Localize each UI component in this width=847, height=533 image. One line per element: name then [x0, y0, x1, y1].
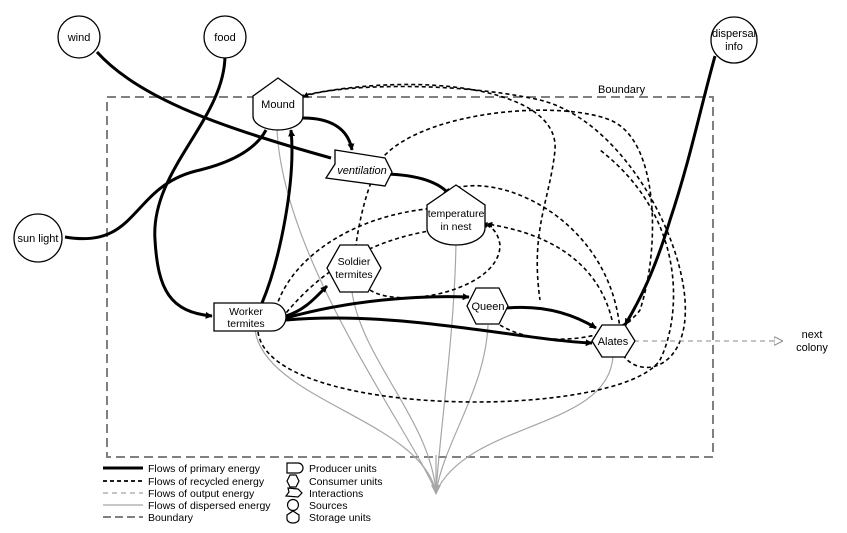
source-dispersal-info-label-line2: info [725, 41, 743, 53]
source-wind: wind [57, 15, 101, 59]
interaction-ventilation: ventilation [324, 149, 393, 187]
interaction-ventilation-label: ventilation [337, 165, 387, 177]
consumer-alates: Alates [591, 324, 636, 358]
source-dispersal-info: dispersal info [710, 16, 758, 64]
consumer-soldier-label-line1: Soldier [338, 256, 371, 268]
source-sun-light: sun light [13, 213, 63, 263]
legend: Flows of primary energy Flows of recycle… [103, 462, 383, 524]
legend-storage-label: Storage units [309, 512, 371, 524]
source-sun-light-label: sun light [18, 233, 59, 245]
source-dispersal-info-label-line1: dispersal [712, 28, 756, 40]
legend-primary-label: Flows of primary energy [148, 463, 261, 475]
legend-consumer-label: Consumer units [309, 476, 383, 488]
legend-dispersed-label: Flows of dispersed energy [148, 500, 271, 512]
consumer-soldier-termites: Soldier termites [326, 244, 382, 293]
storage-temperature-in-nest: temperature in nest [426, 184, 486, 246]
legend-boundary-label: Boundary [148, 512, 194, 524]
legend-producer-label: Producer units [309, 463, 377, 475]
storage-mound-label: Mound [261, 99, 295, 111]
legend-source-icon [286, 498, 300, 512]
boundary-label: Boundary [598, 84, 646, 96]
storage-mound: Mound [252, 77, 304, 131]
legend-interaction-icon [284, 487, 303, 498]
primary-flows [64, 50, 717, 347]
source-wind-label: wind [67, 32, 91, 44]
consumer-alates-label: Alates [598, 336, 629, 348]
legend-producer-icon [286, 462, 304, 474]
legend-source-label: Sources [309, 500, 348, 512]
legend-recycled-label: Flows of recycled energy [148, 476, 265, 488]
producer-worker-label-line2: termites [227, 318, 264, 330]
system-boundary [106, 96, 714, 458]
legend-consumer-icon [286, 474, 300, 488]
legend-interaction-label: Interactions [309, 488, 363, 500]
consumer-queen: Queen [466, 287, 509, 325]
consumer-queen-label: Queen [471, 301, 504, 313]
storage-temperature-label-line2: in nest [441, 221, 472, 233]
producer-worker-label-line1: Worker [229, 306, 263, 318]
output-target-label-line2: colony [796, 342, 828, 354]
consumer-soldier-label-line2: termites [335, 269, 372, 281]
legend-storage-icon [286, 510, 300, 524]
legend-output-label: Flows of output energy [148, 488, 255, 500]
output-target-label-line1: next [802, 329, 823, 341]
storage-temperature-label-line1: temperature [428, 208, 485, 220]
source-food-label: food [214, 32, 235, 44]
source-food: food [203, 15, 247, 59]
producer-worker-termites: Worker termites [213, 302, 287, 332]
